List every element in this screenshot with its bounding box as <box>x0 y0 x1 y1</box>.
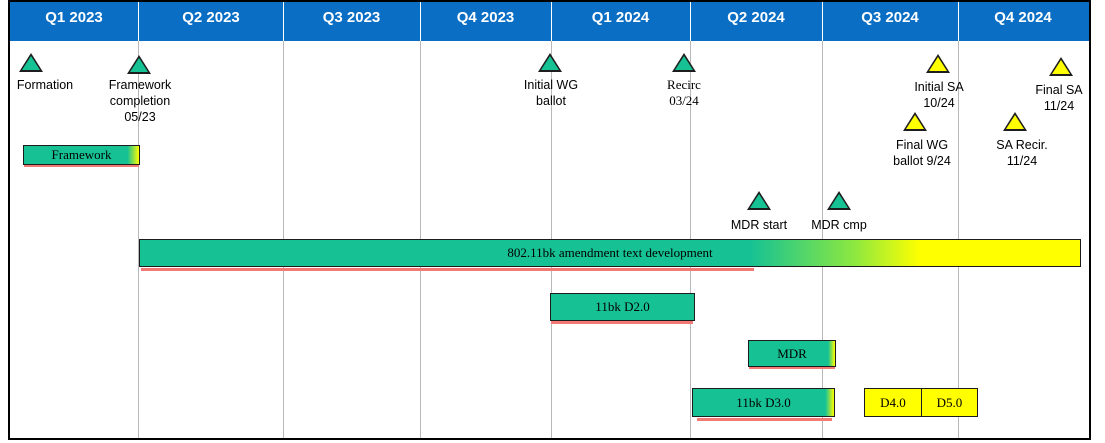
milestone-mdr-cmp-label: MDR cmp <box>811 218 867 232</box>
quarter-label-q3-2023: Q3 2023 <box>322 9 381 26</box>
d3-bar-underline <box>697 418 832 421</box>
d5-bar: D5.0 <box>921 388 978 417</box>
header-separator <box>822 1 823 41</box>
quarter-label-q3-2024: Q3 2024 <box>861 9 919 26</box>
mdr-bar-underline <box>749 366 835 369</box>
milestone-sa-recir-marker <box>1003 112 1027 131</box>
milestone-formation-label: Formation <box>16 78 74 92</box>
milestone-recirc-marker <box>672 53 696 72</box>
milestone-framework-completion-marker <box>127 55 151 74</box>
milestone-sa-recir-label: SA Recir. 11/24 <box>996 138 1048 168</box>
framework-bar: Framework <box>23 145 140 165</box>
milestone-framework-completion-label: Framework completion 05/23 <box>108 78 172 124</box>
milestone-initial-sa-marker <box>926 54 950 73</box>
quarter-header <box>9 1 1089 41</box>
header-separator <box>551 1 552 41</box>
milestone-initial-wg-ballot-label: Initial WG ballot <box>523 78 579 108</box>
milestone-initial-sa-label: Initial SA 10/24 <box>914 80 964 110</box>
milestone-final-wg-ballot-marker <box>903 112 927 131</box>
header-separator <box>283 1 284 41</box>
header-separator <box>420 1 421 41</box>
quarter-label-q4-2024: Q4 2024 <box>994 9 1052 26</box>
mdr-bar: MDR <box>748 340 836 367</box>
quarter-label-q1-2024: Q1 2024 <box>591 9 650 26</box>
d2-bar-underline <box>551 321 693 324</box>
quarter-gridline <box>138 41 139 439</box>
framework-bar-underline <box>24 164 139 167</box>
quarter-label-q2-2024: Q2 2024 <box>727 9 785 26</box>
amendment-text-bar: 802.11bk amendment text development <box>139 239 1081 267</box>
milestone-mdr-cmp-marker <box>827 191 851 210</box>
milestone-mdr-start-marker <box>747 191 771 210</box>
header-separator <box>138 1 139 41</box>
amendment-text-bar-underline <box>141 268 754 271</box>
milestone-mdr-start-label: MDR start <box>730 218 788 232</box>
milestone-initial-wg-ballot-marker <box>538 53 562 72</box>
milestone-final-sa-marker <box>1049 57 1073 76</box>
quarter-label-q1-2023: Q1 2023 <box>45 9 103 26</box>
header-separator <box>690 1 691 41</box>
header-separator <box>958 1 959 41</box>
quarter-label-q2-2023: Q2 2023 <box>182 9 240 26</box>
d3-bar: 11bk D3.0 <box>692 388 835 417</box>
milestone-recirc-label: Recirc 03/24 <box>667 77 701 108</box>
diagram-border <box>8 0 1091 440</box>
quarter-label-q4-2023: Q4 2023 <box>456 9 515 26</box>
milestone-formation-marker <box>19 53 43 72</box>
milestone-final-sa-label: Final SA 11/24 <box>1035 83 1083 113</box>
d2-bar: 11bk D2.0 <box>550 293 695 321</box>
milestone-final-wg-ballot-label: Final WG ballot 9/24 <box>893 138 951 168</box>
